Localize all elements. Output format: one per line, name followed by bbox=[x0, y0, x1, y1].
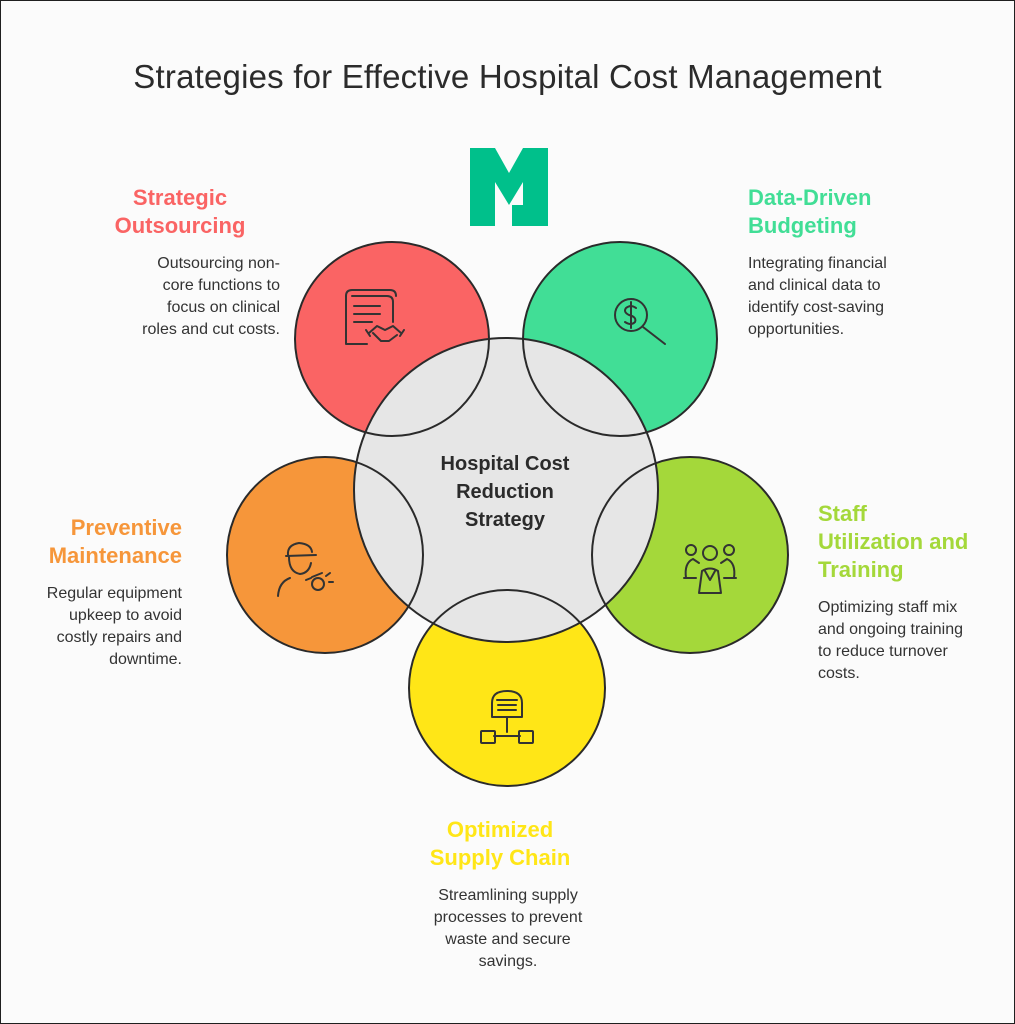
heading-line: Utilization and bbox=[818, 529, 969, 554]
desc-line: Optimizing staff mix bbox=[818, 599, 958, 616]
heading-line: Supply Chain bbox=[429, 845, 571, 870]
desc-line: waste and secure bbox=[445, 931, 571, 948]
desc-line: Streamlining supply bbox=[438, 887, 578, 904]
outsourcing-heading: Strategic Outsourcing bbox=[90, 184, 270, 240]
contract-handshake-icon bbox=[345, 289, 405, 345]
warehouse-network-icon bbox=[480, 690, 534, 744]
desc-line: processes to prevent bbox=[433, 909, 583, 926]
desc-line: to reduce turnover bbox=[818, 643, 948, 660]
logo-icon bbox=[470, 148, 548, 226]
heading-line: Budgeting bbox=[748, 213, 857, 238]
budgeting-description: Integrating financial and clinical data … bbox=[748, 253, 948, 341]
center-label: Hospital Cost Reduction Strategy bbox=[400, 450, 610, 534]
center-label-line: Reduction bbox=[456, 481, 554, 503]
desc-line: Integrating financial bbox=[748, 255, 887, 272]
maintenance-description: Regular equipment upkeep to avoid costly… bbox=[20, 583, 182, 671]
heading-line: Optimized bbox=[446, 817, 554, 842]
coach-whistle-icon bbox=[277, 542, 334, 597]
dollar-magnifier-icon bbox=[614, 298, 666, 345]
desc-line: costly repairs and bbox=[56, 629, 182, 646]
desc-line: downtime. bbox=[109, 651, 182, 668]
center-label-line: Hospital Cost bbox=[440, 453, 570, 475]
heading-line: Strategic bbox=[132, 185, 228, 210]
desc-line: savings. bbox=[478, 953, 538, 970]
desc-line: upkeep to avoid bbox=[69, 607, 182, 624]
maintenance-heading: Preventive Maintenance bbox=[20, 514, 182, 570]
supply-heading: Optimized Supply Chain bbox=[390, 816, 610, 872]
desc-line: and ongoing training bbox=[818, 621, 964, 638]
center-label-line: Strategy bbox=[464, 509, 546, 531]
desc-line: costs. bbox=[818, 665, 860, 682]
outsourcing-description: Outsourcing non- core functions to focus… bbox=[90, 253, 280, 341]
center-circle bbox=[354, 338, 658, 642]
desc-line: Outsourcing non- bbox=[157, 255, 280, 272]
heading-line: Staff bbox=[818, 501, 867, 526]
heading-line: Data-Driven bbox=[748, 185, 872, 210]
supply-circle bbox=[409, 590, 605, 786]
desc-line: Regular equipment bbox=[46, 585, 182, 602]
budgeting-heading: Data-Driven Budgeting bbox=[748, 184, 948, 240]
heading-line: Training bbox=[818, 557, 904, 582]
desc-line: core functions to bbox=[162, 277, 280, 294]
supply-description: Streamlining supply processes to prevent… bbox=[390, 885, 626, 973]
team-people-icon bbox=[683, 544, 737, 594]
desc-line: roles and cut costs. bbox=[142, 321, 280, 338]
desc-line: identify cost-saving bbox=[748, 299, 885, 316]
desc-line: opportunities. bbox=[748, 321, 845, 338]
staff-heading: Staff Utilization and Training bbox=[818, 500, 1008, 584]
heading-line: Outsourcing bbox=[114, 213, 246, 238]
desc-line: and clinical data to bbox=[748, 277, 881, 294]
desc-line: focus on clinical bbox=[167, 299, 280, 316]
staff-description: Optimizing staff mix and ongoing trainin… bbox=[818, 597, 1008, 685]
heading-line: Preventive bbox=[70, 515, 182, 540]
page-title: Strategies for Effective Hospital Cost M… bbox=[133, 58, 882, 95]
heading-line: Maintenance bbox=[48, 543, 182, 568]
